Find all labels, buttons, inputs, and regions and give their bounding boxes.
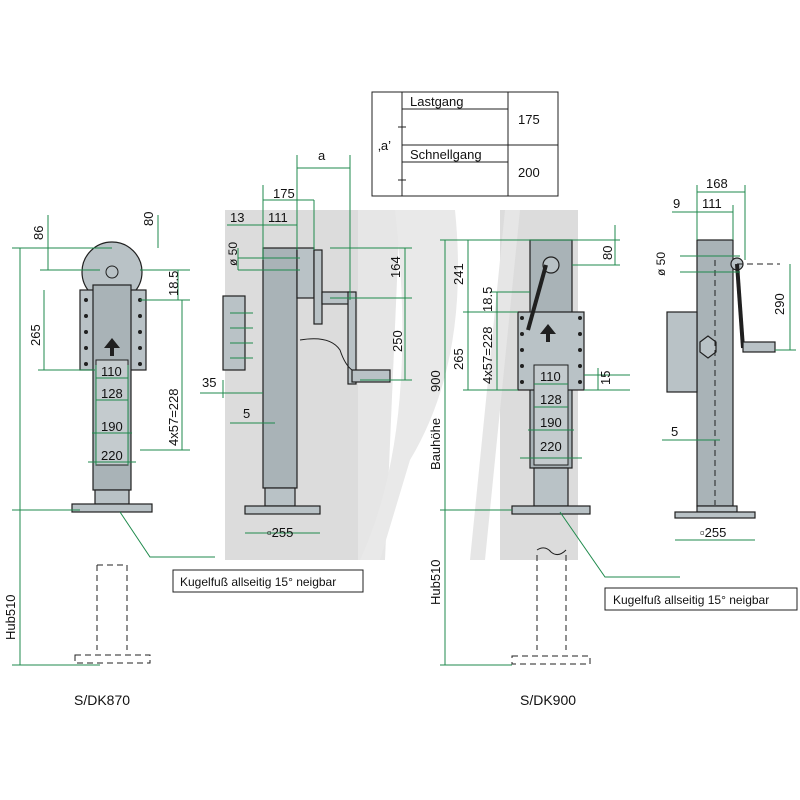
- sdk900-dim-128: 128: [540, 392, 562, 407]
- sdk870-dim-220: 220: [101, 448, 123, 463]
- table-lastgang-value: 175: [518, 112, 540, 127]
- side2-dim-50: ø 50: [654, 252, 668, 276]
- sdk900-dim-220: 220: [540, 439, 562, 454]
- side-dim-175: 175: [273, 186, 295, 201]
- table-schnellgang-value: 200: [518, 165, 540, 180]
- sdk900-dim-18-5: 18.5: [480, 287, 495, 312]
- side2-dim-168: 168: [706, 176, 728, 191]
- sdk900-dim-4x57: 4x57=228: [480, 327, 495, 384]
- sdk900-dim-110: 110: [540, 369, 561, 384]
- side-dim-13: 13: [230, 210, 244, 225]
- side-dim-250: 250: [390, 330, 405, 352]
- sdk900-bauhoehe: Bauhöhe: [428, 418, 443, 470]
- sdk900-dim-900: 900: [428, 370, 443, 392]
- table-schnellgang: Schnellgang: [410, 147, 482, 162]
- sdk870-dim-86: 86: [31, 226, 46, 240]
- sdk900-front-view: 241 80 18.5 265 4x57=228 900 Bauhöhe 110…: [428, 225, 798, 708]
- table-a-label: ‚a’: [378, 138, 391, 153]
- sdk870-dim-190: 190: [101, 419, 123, 434]
- sdk870-dim-110: 110: [101, 364, 122, 379]
- side-dim-5: 5: [243, 406, 250, 421]
- side2-dim-9: 9: [673, 196, 680, 211]
- side-dim-a: a: [318, 148, 326, 163]
- sdk870-side-view: a 175 13 111 ø 50 164 250 35 5 ▫255: [200, 148, 412, 540]
- sdk870-dim-18-5: 18.5: [166, 271, 181, 296]
- sdk900-side-view: 168 9 111 ø 50 290 5 ▫255: [654, 176, 796, 541]
- sdk900-dim-15: 15: [598, 371, 613, 385]
- side2-dim-111: 111: [702, 196, 722, 211]
- sdk900-dim-190: 190: [540, 415, 562, 430]
- sdk870-hub: Hub510: [3, 594, 18, 640]
- side-dim-35: 35: [202, 375, 216, 390]
- sdk900-callout: Kugelfuß allseitig 15° neigbar: [613, 593, 769, 607]
- side-dim-255: ▫255: [267, 525, 293, 540]
- sdk870-model: S/DK870: [74, 692, 130, 708]
- sdk900-dim-241: 241: [451, 263, 466, 285]
- sdk870-front-view: 86 80 18.5 265 4x57=228 110 128 190 220 …: [3, 212, 364, 708]
- table-lastgang: Lastgang: [410, 94, 464, 109]
- sdk870-dim-4x57: 4x57=228: [166, 389, 181, 446]
- sdk900-dim-265: 265: [451, 348, 466, 370]
- sdk870-callout: Kugelfuß allseitig 15° neigbar: [180, 575, 336, 589]
- side2-dim-290: 290: [772, 293, 787, 315]
- side2-dim-255: ▫255: [700, 525, 726, 540]
- side-dim-111: 111: [268, 210, 288, 225]
- side-dim-164: 164: [388, 256, 403, 278]
- sdk870-dim-128: 128: [101, 386, 123, 401]
- sdk900-model: S/DK900: [520, 692, 576, 708]
- sdk870-dim-265: 265: [28, 324, 43, 346]
- side-dim-50: ø 50: [226, 242, 240, 266]
- sdk900-dim-80: 80: [600, 246, 615, 260]
- side2-dim-5: 5: [671, 424, 678, 439]
- sdk900-hub: Hub510: [428, 559, 443, 605]
- sdk870-dim-80: 80: [141, 212, 156, 226]
- gear-table: ‚a’ Lastgang 175 Schnellgang 200: [371, 91, 559, 197]
